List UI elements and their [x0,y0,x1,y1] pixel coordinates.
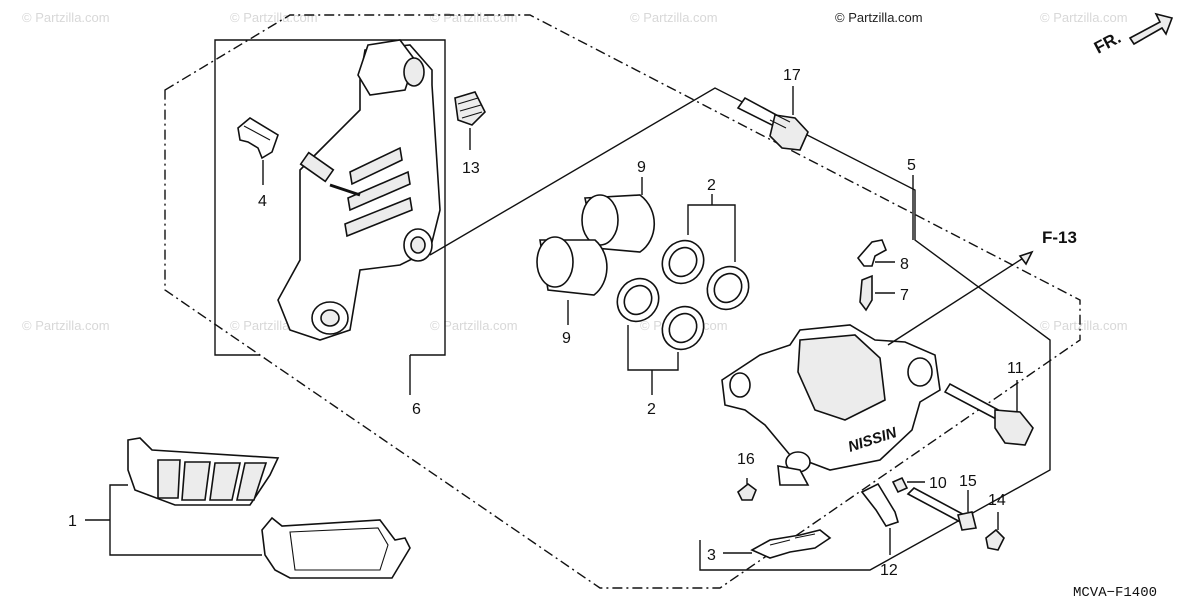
reference-label: F-13 [1042,228,1077,247]
bleeder-cap-icon [856,239,888,267]
callout-8: 8 [900,256,909,273]
caliper-bracket-group [214,39,446,395]
copyright-text: © Partzilla.com [835,10,923,25]
callout-11: 11 [1007,360,1024,377]
callout-10: 10 [929,475,947,492]
bolt-17-group [736,86,809,151]
callout-labels: 1 2 2 3 4 5 6 7 8 9 9 10 11 12 13 14 15 … [68,67,1024,579]
caliper-body-group: NISSIN [721,175,941,486]
direction-label: FR. [1091,28,1124,58]
bleeder-group [856,239,895,312]
watermark: © Partzilla.com [230,10,318,25]
pistons-group [536,177,655,325]
callout-16: 16 [737,451,755,468]
brake-pad-icon [261,516,411,579]
callout-4: 4 [258,193,267,210]
callout-5: 5 [907,157,916,174]
watermark: © Partzilla.com [430,318,518,333]
pin-plug-icon [985,528,1005,551]
boot-group [454,91,486,150]
callout-14: 14 [988,492,1006,509]
bolt-icon [943,382,1004,422]
piston-seals-group [616,194,750,395]
callout-9: 9 [562,330,571,347]
bleeder-screw-icon [859,274,873,312]
watermark: © Partzilla.com [630,10,718,25]
small-parts-group [736,476,1005,555]
callout-17: 17 [783,67,801,84]
callout-6: 6 [412,401,421,418]
reference-arrow-group: F-13 [887,228,1077,346]
watermark: © Partzilla.com [22,10,110,25]
callout-13: 13 [462,160,480,177]
pad-spring-icon [237,117,279,160]
callout-15: 15 [959,473,977,490]
pin-cap-icon [736,482,757,501]
callout-2: 2 [707,177,716,194]
watermark: © Partzilla.com [1040,318,1128,333]
callout-2: 2 [647,401,656,418]
watermark: © Partzilla.com [1040,10,1128,25]
callout-9: 9 [637,159,646,176]
watermark: © Partzilla.com [430,10,518,25]
watermark: © Partzilla.com [22,318,110,333]
diagram-code: MCVA−F1400 [1073,585,1157,598]
washer-icon [891,476,909,494]
direction-arrow-icon [1128,12,1174,46]
pad-retainer-icon [750,529,832,559]
callout-7: 7 [900,287,909,304]
pad-retainer-group [723,529,832,559]
callout-12: 12 [880,562,898,579]
pin-bolt-icon [860,482,899,527]
assembly-outline [164,14,1081,589]
callout-1: 1 [68,513,77,530]
pad-spring-group [237,117,279,185]
bolt-11-group [943,380,1034,446]
brake-pads-group [85,437,411,579]
callout-3: 3 [707,547,716,564]
